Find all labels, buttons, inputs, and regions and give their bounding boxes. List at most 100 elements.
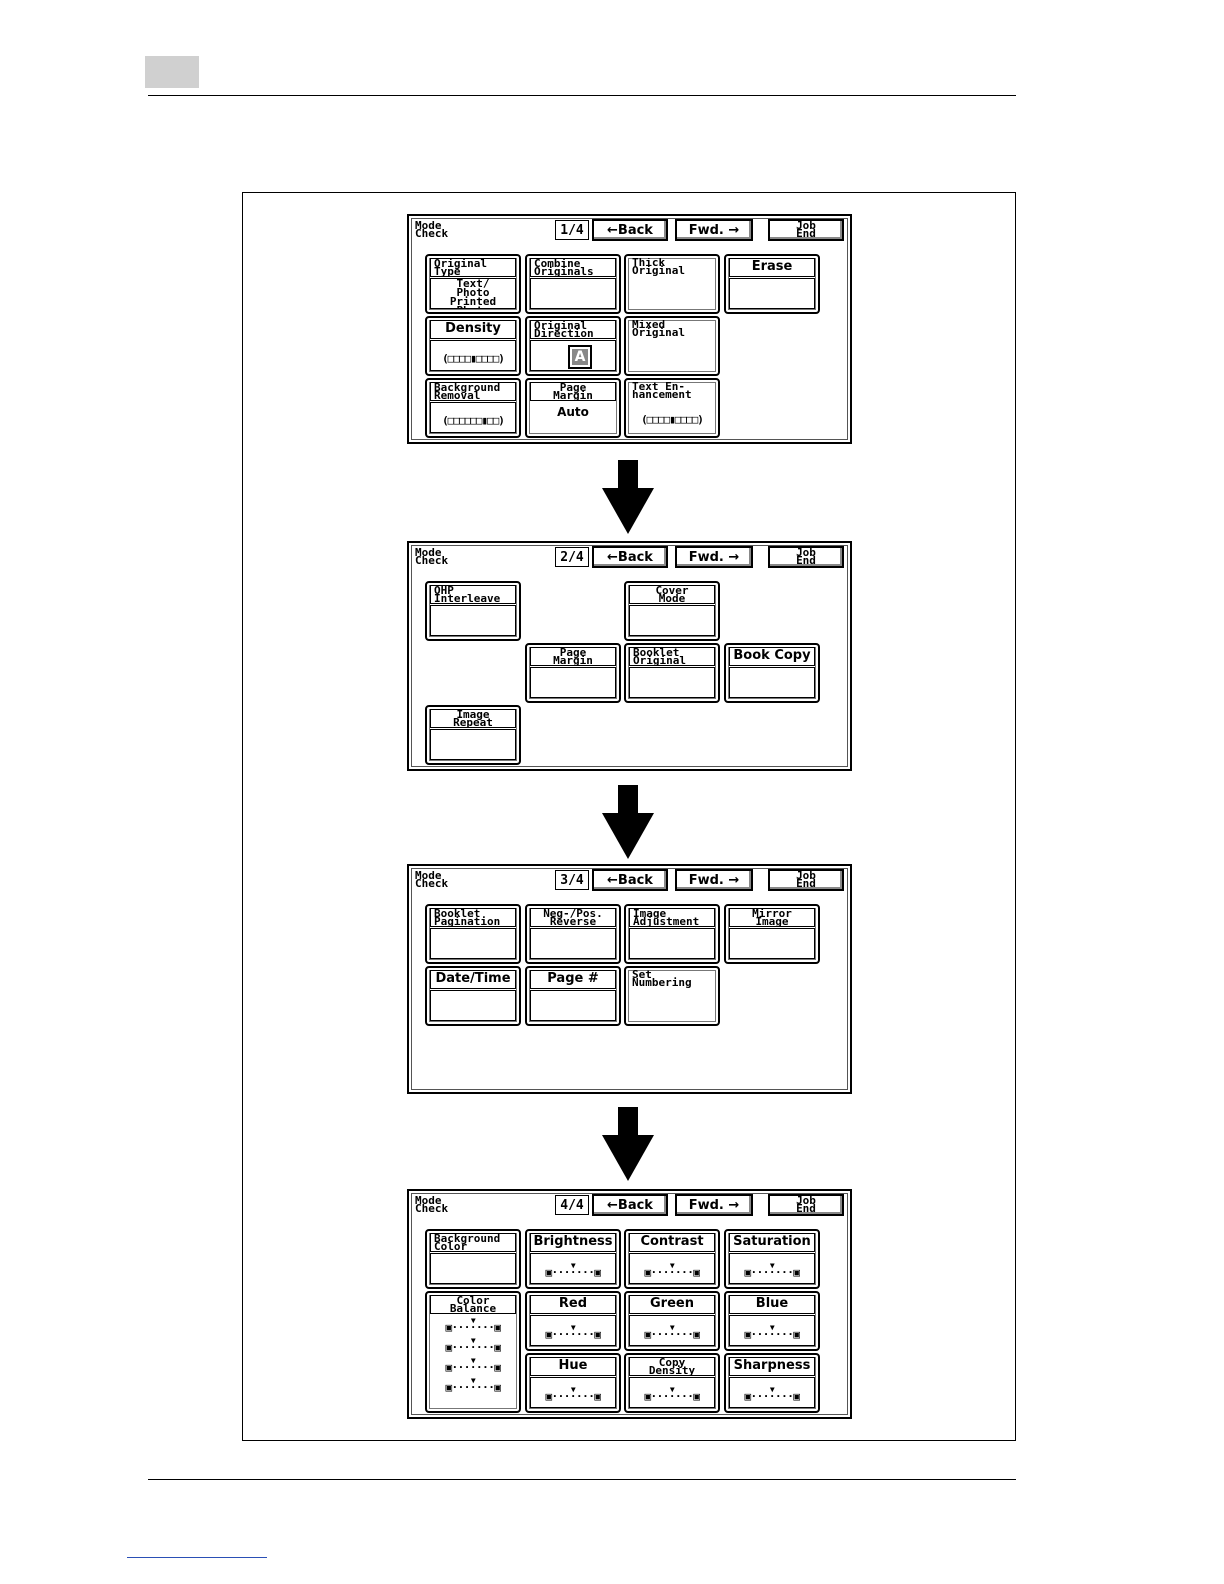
- cell-value: [430, 928, 516, 959]
- forward-button[interactable]: Fwd. →: [675, 546, 753, 568]
- cell-value: Auto: [557, 405, 589, 419]
- cell-value: ▣·······▣▼: [729, 1315, 815, 1346]
- mode-check-label: Mode Check: [415, 546, 449, 567]
- page-indicator: 2/4: [555, 547, 589, 567]
- cell-label: Erase: [729, 258, 815, 277]
- thick-original-button[interactable]: Thick Original: [624, 254, 720, 314]
- saturation-scale: ▣·······▣▼: [734, 1262, 810, 1280]
- cell-label: Mixed Original: [632, 320, 685, 339]
- cell-label: Blue: [729, 1295, 815, 1314]
- mixed-original-button[interactable]: Mixed Original: [624, 316, 720, 376]
- back-button[interactable]: ←Back: [592, 546, 668, 568]
- cell-label: Brightness: [530, 1233, 616, 1252]
- cell-value: [729, 278, 815, 309]
- job-end-button[interactable]: Job End: [768, 546, 844, 568]
- brightness-button[interactable]: Brightness ▣·······▣▼: [525, 1229, 621, 1289]
- image-repeat-button[interactable]: Image Repeat: [425, 705, 521, 765]
- forward-button[interactable]: Fwd. →: [675, 1194, 753, 1216]
- page-margin-button[interactable]: Page Margin Auto: [525, 378, 621, 438]
- contrast-button[interactable]: Contrast ▣·······▣▼: [624, 1229, 720, 1289]
- cover-mode-button[interactable]: Cover Mode: [624, 581, 720, 641]
- cell-label: Page Margin: [530, 382, 616, 401]
- cell-label: Image Adjustment: [629, 908, 715, 927]
- cell-value: [430, 1253, 516, 1284]
- cell-value: [629, 928, 715, 959]
- mirror-image-button[interactable]: Mirror Image: [724, 904, 820, 964]
- scale-marker-icon: ▼: [470, 1316, 476, 1325]
- forward-button[interactable]: Fwd. →: [675, 219, 753, 241]
- original-type-button[interactable]: Original Type Text/ Photo Printed Photo: [425, 254, 521, 314]
- page-margin-button[interactable]: Page Margin: [525, 643, 621, 703]
- cell-label: Copy Density: [629, 1357, 715, 1376]
- cell-label: Set Numbering: [632, 970, 692, 989]
- set-numbering-button[interactable]: Set Numbering: [624, 966, 720, 1026]
- text-enhancement-button[interactable]: Text En- hancement (□□□□▮□□□□): [624, 378, 720, 438]
- scale-marker-icon: ▼: [669, 1323, 675, 1332]
- cell-label: Book Copy: [729, 647, 815, 666]
- mode-check-screen-4: Mode Check 4/4 ←Back Fwd. → Job End Back…: [407, 1189, 852, 1419]
- hue-button[interactable]: Hue ▣·······▣▼: [525, 1353, 621, 1413]
- cell-label: OHP Interleave: [430, 585, 516, 604]
- color-balance-button[interactable]: Color Balance ▣·······▣▼ ▣·······▣▼ ▣···…: [425, 1291, 521, 1413]
- cell-label: Sharpness: [729, 1357, 815, 1376]
- hue-scale: ▣·······▣▼: [535, 1385, 611, 1404]
- cell-label: Image Repeat: [430, 709, 516, 728]
- forward-button[interactable]: Fwd. →: [675, 869, 753, 891]
- date-time-button[interactable]: Date/Time: [425, 966, 521, 1026]
- cell-value: ▣·······▣▼: [530, 1377, 616, 1408]
- red-button[interactable]: Red ▣·······▣▼: [525, 1291, 621, 1351]
- cell-value: [629, 605, 715, 636]
- original-direction-icon: A: [568, 345, 592, 369]
- cell-value: ▣·······▣▼: [530, 1253, 616, 1284]
- cell-value: ▣·······▣▼: [629, 1315, 715, 1346]
- cell-value: ▣·······▣▼: [729, 1377, 815, 1408]
- booklet-pagination-button[interactable]: Booklet Pagination: [425, 904, 521, 964]
- erase-button[interactable]: Erase: [724, 254, 820, 314]
- page-indicator: 3/4: [555, 870, 589, 890]
- cell-value: A: [530, 340, 616, 371]
- cell-value: [430, 990, 516, 1021]
- job-end-button[interactable]: Job End: [768, 219, 844, 241]
- job-end-button[interactable]: Job End: [768, 1194, 844, 1216]
- ohp-interleave-button[interactable]: OHP Interleave: [425, 581, 521, 641]
- copy-density-button[interactable]: Copy Density ▣·······▣▼: [624, 1353, 720, 1413]
- scale-marker-icon: ▼: [570, 1323, 576, 1332]
- color-balance-scale: ▣·······▣▼: [434, 1357, 512, 1375]
- back-button[interactable]: ←Back: [592, 869, 668, 891]
- image-adjustment-button[interactable]: Image Adjustment: [624, 904, 720, 964]
- back-button[interactable]: ←Back: [592, 1194, 668, 1216]
- blue-button[interactable]: Blue ▣·······▣▼: [724, 1291, 820, 1351]
- cell-label: Mirror Image: [729, 908, 815, 927]
- cell-value: (□□□□□□▮□□): [430, 402, 516, 433]
- mode-check-screen-1: Mode Check 1/4 ←Back Fwd. → Job End Orig…: [407, 214, 852, 444]
- back-button[interactable]: ←Back: [592, 219, 668, 241]
- cell-label: Page #: [530, 970, 616, 989]
- background-color-button[interactable]: Background Color: [425, 1229, 521, 1289]
- cell-label: Date/Time: [430, 970, 516, 989]
- page-number-button[interactable]: Page #: [525, 966, 621, 1026]
- job-end-button[interactable]: Job End: [768, 869, 844, 891]
- cell-label: Red: [530, 1295, 616, 1314]
- density-button[interactable]: Density (□□□□▮□□□□): [425, 316, 521, 376]
- scale-marker-icon: ▼: [669, 1385, 675, 1394]
- green-button[interactable]: Green ▣·······▣▼: [624, 1291, 720, 1351]
- background-removal-button[interactable]: Background Removal (□□□□□□▮□□): [425, 378, 521, 438]
- combine-originals-button[interactable]: Combine Originals: [525, 254, 621, 314]
- cell-value: [530, 278, 616, 309]
- neg-pos-reverse-button[interactable]: Neg-/Pos. Reverse: [525, 904, 621, 964]
- cell-value: [430, 605, 516, 636]
- page-indicator: 1/4: [555, 220, 589, 240]
- cell-value: [629, 667, 715, 698]
- booklet-original-button[interactable]: Booklet Original: [624, 643, 720, 703]
- cell-value: [729, 667, 815, 698]
- cell-label: Background Color: [430, 1233, 516, 1252]
- scale-marker-icon: ▼: [570, 1261, 576, 1270]
- cell-label: Hue: [530, 1357, 616, 1376]
- scale-marker-icon: ▼: [570, 1385, 576, 1394]
- mode-check-screen-2: Mode Check 2/4 ←Back Fwd. → Job End OHP …: [407, 541, 852, 771]
- sharpness-button[interactable]: Sharpness ▣·······▣▼: [724, 1353, 820, 1413]
- saturation-button[interactable]: Saturation ▣·······▣▼: [724, 1229, 820, 1289]
- book-copy-button[interactable]: Book Copy: [724, 643, 820, 703]
- cell-label: Contrast: [629, 1233, 715, 1252]
- original-direction-button[interactable]: Original Direction A: [525, 316, 621, 376]
